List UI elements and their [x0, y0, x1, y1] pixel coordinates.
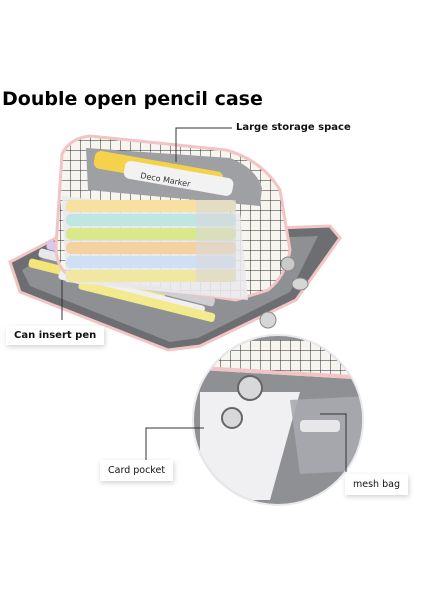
label-can-insert-pen: Can insert pen	[6, 326, 105, 345]
label-mesh-bag: mesh bag	[345, 474, 408, 495]
leader-lines	[61, 127, 347, 474]
label-large-storage-space: Large storage space	[236, 122, 351, 133]
zipper-pulls	[259, 256, 309, 329]
label-card-pocket: Card pocket	[100, 460, 174, 481]
page-title: Double open pencil case	[2, 88, 263, 110]
detail-circle	[194, 336, 362, 504]
markers-front	[66, 200, 236, 282]
